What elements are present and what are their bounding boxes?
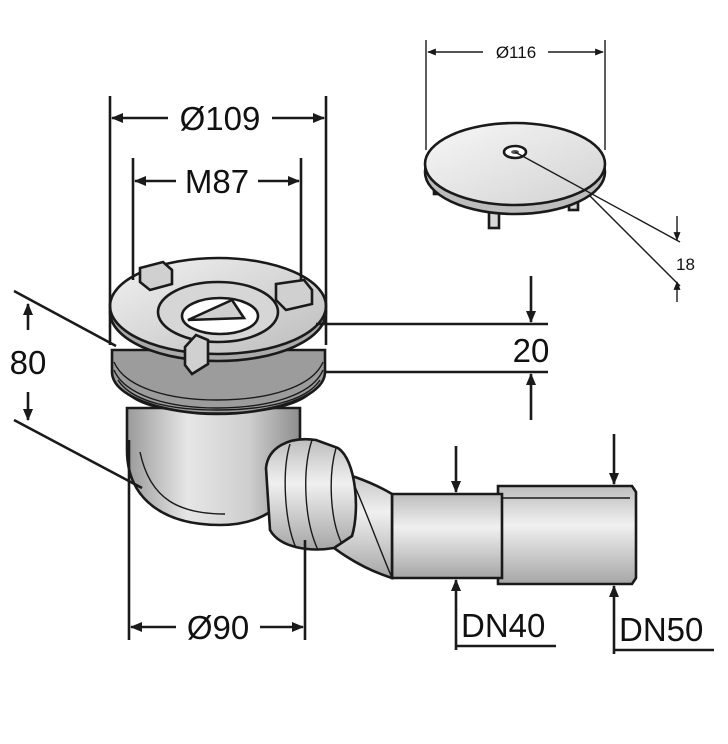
dim-height-total-label: 80 [10, 344, 47, 381]
dimension-height-total: 80 [10, 289, 143, 490]
dim-d-cover-label: Ø116 [496, 43, 536, 62]
dimension-outlet-large: DN50 [609, 434, 714, 654]
dimension-d-outer: Ø109 [108, 96, 328, 345]
dim-cover-height-label: 18 [676, 255, 695, 274]
dimension-outlet-small: DN40 [451, 446, 556, 650]
dimension-flange-height: 20 [316, 276, 549, 420]
dimension-d-body: Ø90 [127, 440, 307, 646]
dim-d-body-label: Ø90 [187, 609, 249, 646]
dim-flange-height-label: 20 [513, 332, 550, 369]
dim-outlet-large-label: DN50 [619, 611, 703, 648]
dimension-d-cover: Ø116 [425, 40, 606, 150]
cover-plate [423, 121, 607, 230]
dim-thread-label: M87 [185, 163, 249, 200]
outlet-pipe [264, 437, 638, 586]
dim-d-outer-label: Ø109 [180, 100, 261, 137]
dimension-thread: M87 [131, 158, 303, 280]
dimension-cover-height: 18 [514, 151, 695, 302]
drain-body [108, 256, 328, 527]
dim-outlet-small-label: DN40 [461, 607, 545, 644]
